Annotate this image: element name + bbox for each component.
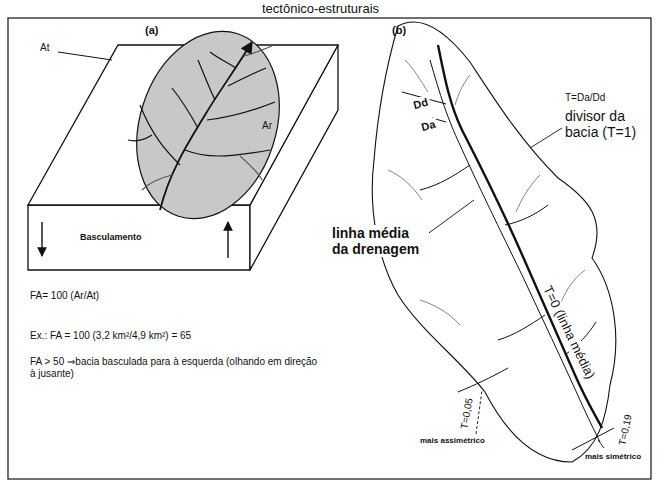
relief-line: [420, 300, 460, 325]
tributary: [128, 135, 152, 141]
tributary: [244, 46, 272, 56]
area-label: At: [40, 42, 49, 54]
down-arrow: [41, 222, 42, 256]
tributary: [210, 52, 236, 68]
relief-lines: [388, 60, 585, 325]
relief-line: [405, 60, 428, 92]
distance-label: Dd: [410, 95, 431, 112]
tributary: [228, 68, 266, 86]
tributary: [198, 60, 215, 100]
relief-line: [455, 75, 470, 105]
formula-example: Ex.: FA = 100 (3,2 km²/4,9 km²) = 65: [30, 330, 191, 342]
tributary: [420, 165, 470, 190]
index-value: T=0,05: [458, 395, 475, 432]
formula: T=Da/Dd: [565, 92, 605, 104]
tributary: [142, 175, 172, 190]
relief-line: [388, 170, 422, 200]
tributary: [207, 102, 275, 120]
note: FA > 50 ⇒bacia basculada para à esquerda…: [30, 356, 320, 379]
note: mais simétrico: [585, 452, 641, 461]
index-value: T=0,19: [616, 411, 635, 448]
formula: FA= 100 (Ar/At): [30, 290, 99, 302]
leader-line: [422, 200, 474, 238]
leader-line: [530, 128, 562, 148]
divide-label: divisor da bacia (T=1): [565, 108, 650, 140]
leader-line: [476, 390, 482, 434]
page-heading: tectônico-estruturais: [262, 2, 379, 17]
tributary: [140, 105, 180, 165]
tributary: [240, 156, 262, 180]
tributary: [172, 88, 198, 128]
mean-line-label: linha média da drenagem: [330, 225, 429, 257]
section-line: [458, 368, 508, 392]
tilt-label: Basculamento: [80, 232, 142, 242]
up-arrow: [227, 222, 228, 258]
tributary: [185, 150, 270, 156]
leader-line: [598, 440, 604, 448]
relief-line: [560, 270, 585, 305]
frame: [8, 18, 651, 479]
basin-area: [114, 13, 303, 238]
drainage-network: [128, 42, 275, 210]
section-line: [572, 428, 614, 450]
front-face: [28, 205, 250, 270]
panel-letter: (a): [145, 24, 158, 37]
relief-line: [516, 175, 540, 212]
panel-letter: (b): [392, 24, 406, 37]
area-label: Ar: [262, 120, 272, 132]
main-channel: [160, 42, 252, 210]
index-value: T=0 (linha média): [539, 282, 599, 383]
note: mais assimétrico: [420, 436, 485, 445]
tributary: [498, 315, 545, 340]
distance-label: Da: [418, 117, 439, 134]
tributary: [505, 205, 548, 225]
leader-line: [58, 52, 112, 60]
